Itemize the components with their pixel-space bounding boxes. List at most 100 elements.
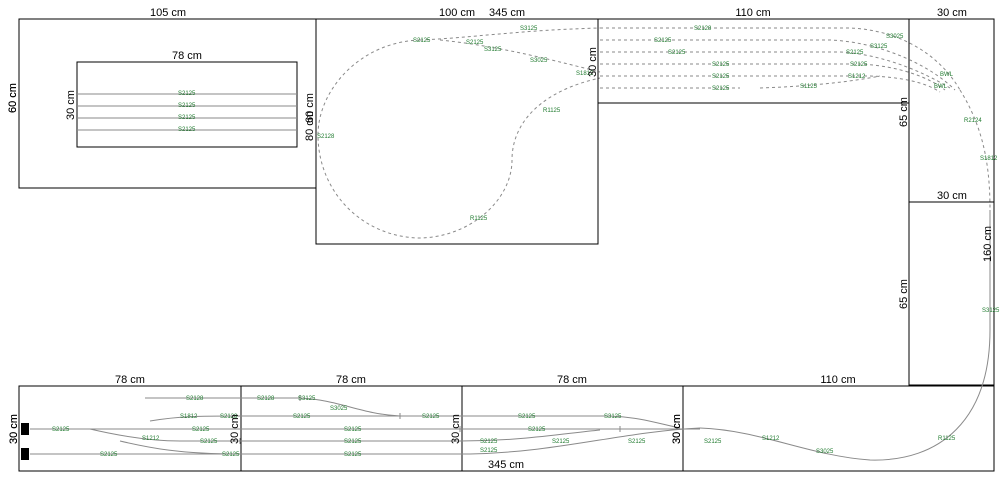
part-label: S3125 — [870, 44, 888, 50]
part-label: S2125 — [200, 439, 218, 445]
inner-siding-tracks: S2125 S2125 S2125 S2125 — [77, 91, 297, 133]
part-label: S3025 — [530, 58, 548, 64]
dim-yard-width: 110 cm — [735, 7, 770, 19]
part-label: S2128 — [220, 414, 238, 420]
dim-bottom-left-height: 30 cm — [8, 414, 20, 444]
board-top-left — [18, 18, 317, 189]
part-label: S2125 — [654, 38, 672, 44]
part-label: S2128 — [257, 396, 275, 402]
part-label: S2125 — [712, 86, 730, 92]
dim-inner-box-width: 78 cm — [172, 50, 202, 62]
part-label: S2125 — [293, 414, 311, 420]
buffer-stop — [21, 423, 29, 435]
part-label: S1812 — [180, 414, 198, 420]
dim-corner-width-top: 30 cm — [937, 7, 967, 19]
part-label: S3125 — [604, 414, 622, 420]
part-label: S2125 — [480, 448, 498, 454]
part-label: S2125 — [222, 452, 240, 458]
part-label: S3125 — [520, 26, 538, 32]
part-label: S3125 — [298, 396, 316, 402]
dim-bottom-d-width: 110 cm — [820, 374, 855, 386]
dim-bottom-left-height-2: 30 cm — [8, 414, 20, 444]
dim-bottom-c-width: 78 cm — [557, 374, 587, 386]
dim-corner-height-top: 65 cm — [898, 97, 910, 127]
baseboards — [18, 18, 995, 472]
dim-bottom-bc-height: 30 cm — [450, 414, 462, 444]
dim-loop-height: 80 cm — [304, 111, 316, 141]
part-label: R2124 — [964, 118, 982, 124]
part-label: S2125 — [480, 439, 498, 445]
part-label: S3125 — [982, 308, 1000, 314]
dim-top-left-height-overlap: 60 cm — [7, 83, 19, 113]
part-label: S2125 — [52, 427, 70, 433]
dim-corner-height-bottom: 65 cm — [898, 279, 910, 309]
dim-top-left-height: 60 cm — [7, 83, 19, 113]
dim-right-overall: 160 cm — [982, 226, 994, 262]
board-corner-bottom — [908, 201, 995, 386]
dim-yard-height: 30 cm — [587, 47, 599, 77]
part-label: S2125 — [178, 115, 196, 121]
part-label: S2125 — [628, 439, 646, 445]
board-loop — [315, 18, 599, 245]
board-inner-siding-box — [76, 61, 298, 148]
part-label: S1812 — [576, 71, 594, 77]
part-label: R1125 — [470, 216, 488, 222]
dim-inner-box-height: 30 cm — [65, 90, 77, 120]
loop-track: S2125 S2125 S3125 S3125 S3025 S1812 R112… — [317, 26, 601, 239]
board-corner-top — [908, 18, 995, 203]
part-label: S2128 — [694, 26, 712, 32]
dim-bottom-ab-height: 30 cm — [229, 414, 241, 444]
dim-bottom-cd-height-2: 30 cm — [671, 414, 683, 444]
part-label: R1125 — [938, 436, 956, 442]
part-label: S2125 — [528, 427, 546, 433]
part-label: S3025 — [886, 34, 904, 40]
part-label: S2125 — [100, 452, 118, 458]
yard-tracks: S2128 S2125 S2125 S2125 S2125 S2125 S112… — [600, 26, 998, 211]
station-tracks: S2128 S2128 S3125 S3025 S1812 S2128 S212… — [21, 395, 722, 460]
part-label: S2125 — [178, 127, 196, 133]
dim-bottom-cd-height: 30 cm — [671, 414, 683, 444]
part-label: S2125 — [422, 414, 440, 420]
dim-corner-width-mid: 30 cm — [937, 190, 967, 202]
part-label: S1212 — [848, 74, 866, 80]
part-label: S3125 — [484, 47, 502, 53]
part-label: S2125 — [850, 62, 868, 68]
part-label: S2125 — [712, 74, 730, 80]
part-label: S2128 — [186, 396, 204, 402]
dim-bottom-a-width: 78 cm — [115, 374, 145, 386]
part-label: S1812 — [980, 156, 998, 162]
return-curve: S3125 R1125 S3025 S1212 — [699, 210, 1000, 461]
buffer-stop — [21, 448, 29, 460]
dim-bottom-b-width: 78 cm — [336, 374, 366, 386]
part-label: S2125 — [344, 427, 362, 433]
board-yard — [597, 18, 910, 104]
part-label: S2125 — [518, 414, 536, 420]
dim-top-overall: 345 cm — [489, 7, 525, 19]
part-label: S2125 — [704, 439, 722, 445]
part-label: S2125 — [344, 452, 362, 458]
board-bottom-d — [682, 385, 995, 472]
part-label: S2125 — [846, 50, 864, 56]
part-label: S2125 — [466, 40, 484, 46]
part-label: S2125 — [413, 38, 431, 44]
part-label: S3025 — [816, 449, 834, 455]
part-label: R1125 — [543, 108, 561, 114]
dim-bottom-overall: 345 cm — [488, 459, 524, 471]
part-label: S3025 — [330, 406, 348, 412]
part-label: S2125 — [668, 50, 686, 56]
part-label: S2125 — [344, 439, 362, 445]
part-label: BWL — [940, 72, 954, 78]
dim-top-left-width: 105 cm — [150, 7, 186, 19]
dimension-labels: 105 cm 100 cm 345 cm 110 cm 30 cm 78 cm … — [7, 7, 994, 471]
part-label: S2125 — [712, 62, 730, 68]
part-label: BWL — [934, 84, 948, 90]
part-label: S2125 — [552, 439, 570, 445]
part-label: S1212 — [142, 436, 160, 442]
part-label: S2125 — [178, 91, 196, 97]
dim-loop-height-2: 60 cm — [304, 93, 316, 123]
part-label: S1125 — [800, 84, 818, 90]
part-label: S2128 — [317, 134, 335, 140]
part-label: S1212 — [762, 436, 780, 442]
part-label: S2125 — [178, 103, 196, 109]
